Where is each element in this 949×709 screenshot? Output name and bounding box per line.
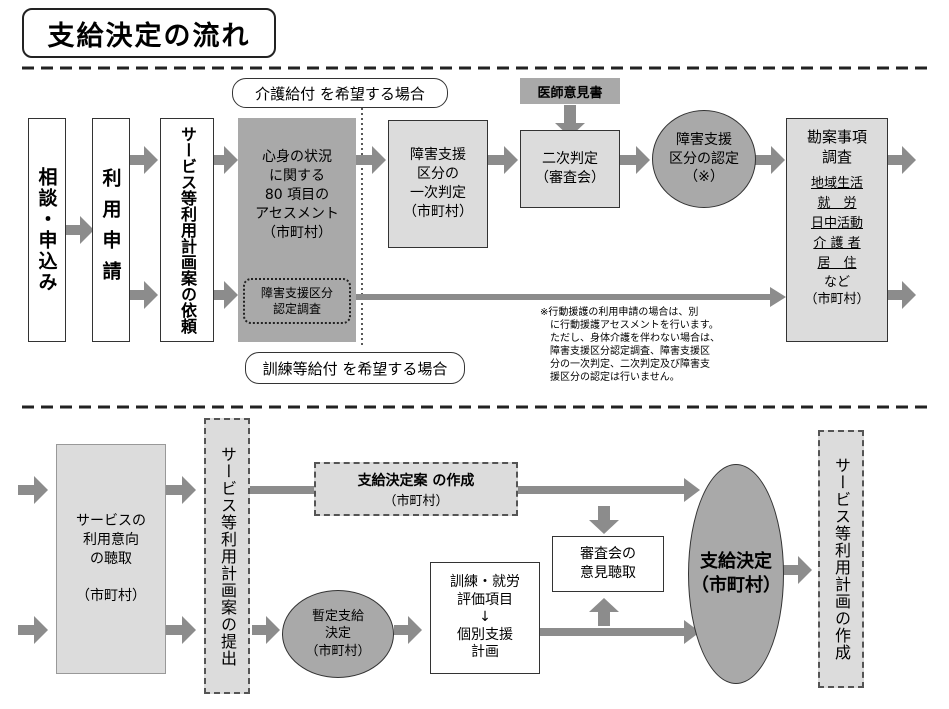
arrow-nintei [755,146,785,174]
arrow-kanan-upper [888,146,916,174]
teishutsu-box: サービス等利用計画案の提出 [204,418,250,694]
page-title-frame: 支給決定の流れ [22,8,276,58]
arrow-irai-lower [214,281,238,309]
note-text: ※行動援護の利用申請の場合は、別 に行動援護アセスメントを行います。 ただし、身… [540,307,720,383]
chousha-box: サービスの 利用意向 の聴取 （市町村） [56,444,166,674]
arrow-soudan [66,216,94,244]
kanan-item: 地域生活 [810,175,863,191]
arrow-irai-upper [214,146,238,174]
arrow-kettei [782,556,812,584]
arrow-kanan-lower [888,281,916,309]
arrow-ichiji [488,146,518,174]
arrow-teishutsu [252,616,280,644]
zantei-oval: 暫定支給 決定 （市町村） [282,590,394,678]
kanan-item: 就 労 [817,195,857,211]
kettei-oval: 支給決定 （市町村） [688,464,784,684]
keikaku-box: サービス等利用計画の作成 [818,430,864,688]
soudan-box: 相談・申込み [28,118,66,342]
arrow-assess [356,146,386,174]
kaigo-label: 介護給付 を希望する場合 [232,78,448,108]
block-arrows [18,105,916,644]
arrow-niji [620,146,650,174]
connector-kunren [352,294,772,300]
sakusei-box: 支給決定案 の作成 （市町村） [314,462,518,516]
arrow-b-in-upper [18,476,48,504]
arrow-down-shinsakai [589,506,619,534]
shinsakai-box: 審査会の 意見聴取 [552,536,664,592]
connector-kunren-b [540,628,686,636]
arrow-chousha-upper [166,476,196,504]
ichiji-box: 障害支援 区分の 一次判定 （市町村） [388,120,488,248]
kanan-item: 居 住 [817,255,857,271]
kanan-item: 介 護 者 [813,235,861,251]
chousa-box: 障害支援区分 認定調査 [243,278,351,324]
page-title: 支給決定の流れ [47,20,251,52]
connector-sakusei [518,486,686,494]
arrow-ishi-down [555,105,585,137]
kanan-box: 勘案事項 調査 地域生活 就 労 日中活動 介 護 者 居 住 など （市町村） [786,118,888,342]
arrow-zantei [394,616,422,644]
nintei-oval: 障害支援 区分の認定 （※） [652,110,756,208]
ishi-box: 医師意見書 [520,78,620,104]
kunren-box: 訓練・就労 評価項目 ↓ 個別支援 計画 [430,562,540,674]
niji-box: 二次判定 （審査会） [520,130,620,208]
arrow-riyou-lower [130,281,158,309]
kunren-label: 訓練等給付 を希望する場合 [245,352,465,384]
kanan-item: 日中活動 [810,215,863,231]
arrow-b-in-lower [18,616,48,644]
irai-box: サービス等利用計画案の依頼 [160,118,214,342]
arrow-chousha-lower [166,616,196,644]
arrow-riyou-upper [130,146,158,174]
arrow-up-shinsakai [589,598,619,626]
riyou-box: 利用申請 [92,118,130,342]
